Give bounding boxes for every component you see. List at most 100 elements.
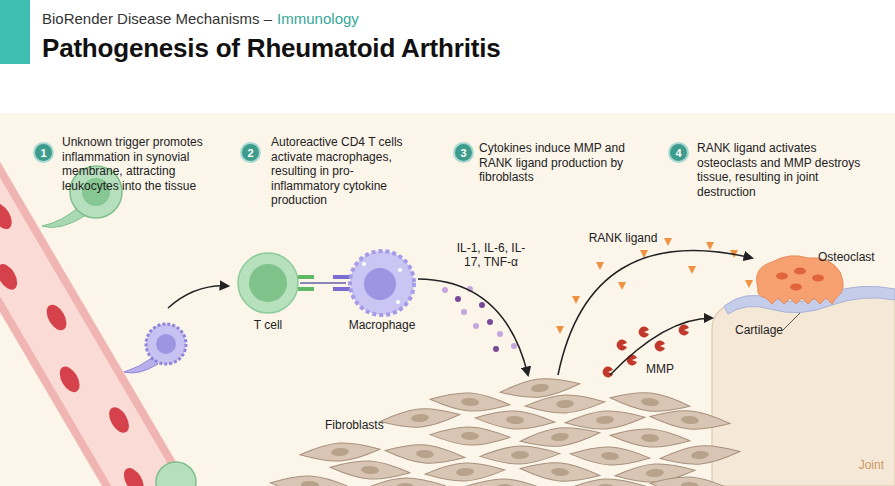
red-blood-cell [0, 200, 16, 232]
connector-arrow [418, 279, 528, 375]
connector-arrow [300, 282, 346, 284]
step-description: Unknown trigger promotes inflammation in… [62, 135, 212, 193]
fibroblast [270, 474, 351, 486]
node-label: Cartilage [735, 323, 805, 337]
cytokines [442, 286, 517, 352]
mhc-molecule [333, 287, 350, 291]
step-description: Cytokines induce MMP and RANK ligand pro… [479, 141, 629, 185]
rank-ligand-triangle [745, 280, 753, 288]
callout-number: 3 [453, 142, 474, 163]
mhc-molecule [333, 275, 350, 279]
fibroblast [659, 443, 740, 468]
cytokine-dot [467, 286, 473, 292]
mmp-enzyme [603, 367, 613, 378]
step-description: RANK ligand activates osteoclasts and MM… [697, 141, 865, 199]
fibroblast [525, 393, 606, 415]
macrophage [350, 251, 414, 315]
rank-ligand-triangle [688, 266, 696, 274]
fibroblast-node: Fibroblasts [300, 375, 720, 486]
node-label: Macrophage [338, 318, 426, 332]
t-cell-receptor [298, 287, 314, 291]
t-cell-receptor [298, 275, 314, 279]
monocyte [146, 324, 186, 364]
node-label: Fibroblasts [325, 418, 415, 432]
migration-arrow [168, 286, 228, 308]
rank-ligand-molecules [556, 238, 753, 334]
osteoclast-nucleus [812, 275, 824, 282]
red-blood-cell [105, 404, 133, 436]
leukocyte [156, 462, 196, 486]
callout-number: 2 [240, 142, 261, 163]
cytokine-dot [473, 323, 479, 329]
mmp-molecules [603, 325, 689, 378]
t-cell [238, 253, 298, 313]
callout-number: 1 [33, 142, 54, 163]
red-blood-cell [56, 363, 84, 395]
osteoclast-nucleus [776, 273, 788, 280]
fibroblast [379, 406, 460, 431]
fibroblast [649, 408, 730, 433]
rank-ligand-triangle [572, 296, 580, 304]
header-accent [0, 0, 30, 64]
fibroblast [480, 445, 561, 466]
fibroblast [519, 460, 600, 485]
cytokine-dot [511, 343, 517, 349]
rank-ligand-triangle [706, 242, 714, 250]
edge-label: RANK ligand [583, 231, 663, 245]
callout-number: 4 [668, 142, 689, 163]
vessel-lumen [0, 61, 215, 486]
fibroblast [384, 442, 465, 467]
mmp-enzyme [617, 340, 627, 351]
cytokine-dot [461, 309, 467, 315]
cytokine-dot [455, 296, 461, 302]
red-blood-cell [0, 261, 21, 293]
mmp-enzyme [679, 325, 689, 336]
mmp-enzyme [627, 355, 637, 366]
fibroblast [430, 426, 511, 447]
header-line: BioRender Disease Mechanisms –Immunology [42, 10, 359, 27]
blood-vessel [0, 57, 222, 486]
osteoclast-node: Osteoclast [752, 245, 882, 305]
cytokine-dot [442, 287, 448, 293]
rank-ligand-triangle [640, 250, 648, 258]
rank-ligand-triangle [730, 250, 738, 258]
fibroblast [565, 477, 646, 486]
rank-ligand-triangle [664, 238, 672, 246]
red-blood-cell [43, 301, 71, 333]
fibroblast [519, 424, 600, 450]
leukocyte-tail [124, 358, 158, 373]
header-category: Immunology [277, 10, 359, 27]
fibroblast-tissue [270, 375, 741, 486]
osteoclast-nucleus [790, 284, 802, 291]
rank-ligand-triangle [618, 282, 626, 290]
macrophage-node: Macrophage [346, 249, 418, 336]
red-blood-cell [120, 465, 148, 486]
node-label: Joint [832, 458, 884, 472]
granule [362, 262, 366, 266]
connector-arrow [610, 318, 712, 375]
edge-label: MMP [640, 362, 680, 376]
fibroblast [475, 409, 556, 431]
fibroblast [299, 440, 380, 464]
cytokine-dot [493, 346, 499, 352]
step-description: Autoreactive CD4 T cells activate macrop… [271, 135, 421, 208]
fibroblast [570, 445, 651, 467]
cytokine-dot [497, 331, 503, 337]
mmp-enzyme [655, 341, 665, 352]
granule [396, 300, 400, 304]
cytokine-dot [487, 319, 493, 325]
osteoclast-nucleus [794, 268, 806, 275]
fibroblast [609, 426, 690, 450]
bone [712, 296, 895, 486]
mmp-enzyme [639, 327, 649, 338]
node-label: Osteoclast [818, 250, 888, 264]
edge-label: IL-1, IL-6, IL-17, TNF-α [450, 241, 532, 269]
cartilage-node: Cartilage [712, 296, 895, 342]
rank-ligand-triangle [596, 262, 604, 270]
vessel-wall [0, 57, 222, 486]
monocyte-nucleus [156, 334, 176, 354]
granule [398, 268, 402, 272]
